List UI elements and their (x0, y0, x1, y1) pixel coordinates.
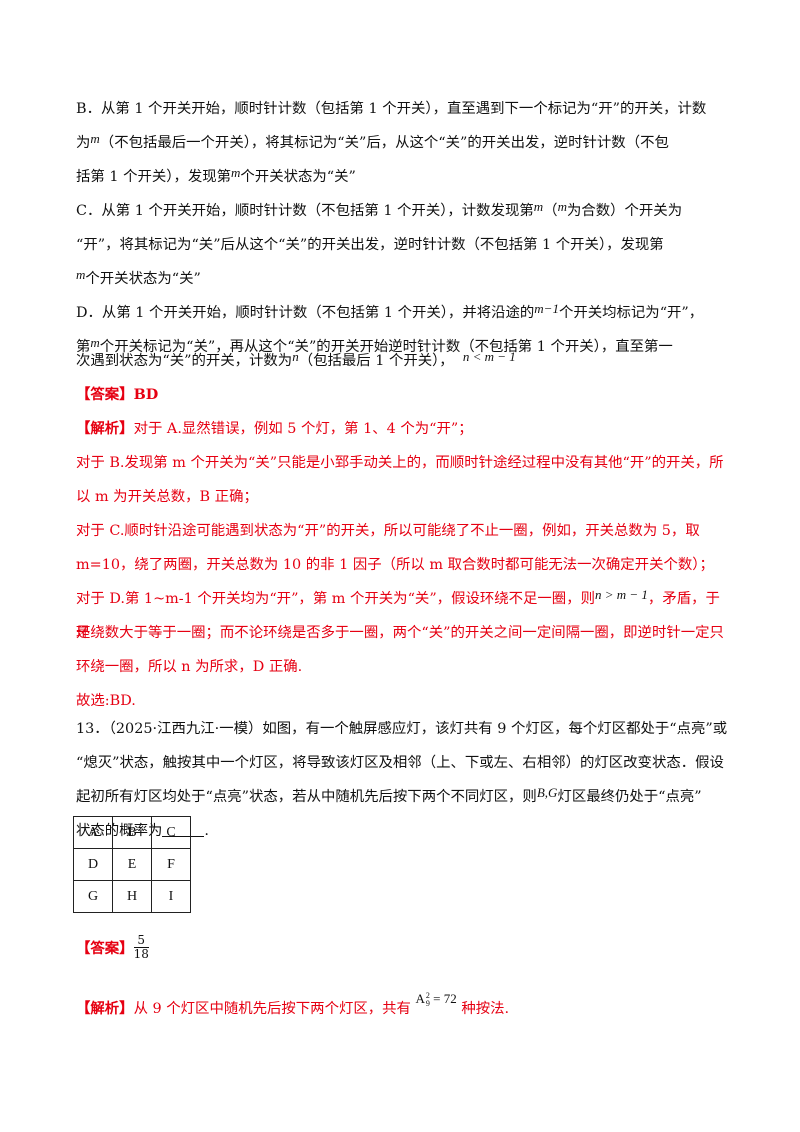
q12-analysis-line-8: 环绕一圈，所以 n 为所求，D 正确. (76, 659, 303, 675)
light-zone-h: H (112, 880, 152, 913)
option-d-line-2: 第m个开关标记为“关”，再从这个“关”的开关开始逆时针计数（不包括第 1 个开关… (76, 335, 673, 355)
q13-line-3: 起初所有灯区均处于“点亮”状态，若从中随机先后按下两个不同灯区，则B,G灯区最终… (76, 785, 702, 805)
option-d-line-3: 次遇到状态为“关”的开关，计数为n（包括最后 1 个开关）， n < m − 1 (76, 349, 516, 369)
option-b-line-3: 括第 1 个开关），发现第m个开关状态为“关” (76, 165, 356, 185)
option-b-line-2: 为m（不包括最后一个开关），将其标记为“关”后，从这个“关”的开关出发，逆时针计… (76, 131, 669, 151)
q12-analysis-line-3: 以 m 为开关总数，B 正确； (76, 489, 258, 505)
q12-analysis-line-7: 环绕数大于等于一圈；而不论环绕是否多于一圈，两个“关”的开关之间一定间隔一圈，即… (76, 625, 724, 641)
option-c-line-2: “开”，将其标记为“关”后从这个“关”的开关出发，逆时针计数（不包括第 1 个开… (76, 237, 664, 253)
light-zone-g: G (73, 880, 113, 913)
option-c-line-3: m个开关状态为“关” (76, 267, 201, 287)
option-d-line-1: D．从第 1 个开关开始，顺时针计数（不包括第 1 个开关），并将沿途的m−1个… (76, 301, 704, 321)
q12-analysis-line-9: 故选:BD. (76, 693, 136, 709)
q13-line-1: 13．（2025·江西九江·一模）如图，有一个触屏感应灯，该灯共有 9 个灯区，… (76, 721, 728, 737)
light-grid: A B C D E F G H I (73, 816, 191, 913)
light-zone-d: D (73, 848, 113, 881)
light-zone-i: I (151, 880, 191, 913)
light-zone-f: F (151, 848, 191, 881)
q12-answer: 【答案】BD (76, 386, 159, 403)
light-zone-c: C (151, 816, 191, 849)
light-zone-a: A (73, 816, 113, 849)
light-zone-e: E (112, 848, 152, 881)
q12-analysis-line-2: 对于 B.发现第 m 个开关为“关”只能是小郅手动关上的，而顺时针途经过程中没有… (76, 455, 724, 471)
q12-analysis-line-6: 对于 D.第 1~m-1 个开关均为“开”，第 m 个开关为“关”，假设环绕不足… (76, 587, 720, 641)
option-c-line-1: C．从第 1 个开关开始，顺时针计数（不包括第 1 个开关），计数发现第m（m为… (76, 199, 683, 219)
q12-analysis-line-5: m=10，绕了两圈，开关总数为 10 的非 1 因子（所以 m 取合数时都可能无… (76, 557, 714, 573)
option-b-line-1: B．从第 1 个开关开始，顺时针计数（包括第 1 个开关），直至遇到下一个标记为… (76, 101, 707, 117)
q12-analysis-line-4: 对于 C.顺时针沿途可能遇到状态为“开”的开关，所以可能绕了不止一圈，例如，开关… (76, 523, 700, 539)
light-zone-b: B (112, 816, 152, 849)
q12-analysis-line-1: 【解析】对于 A.显然错误，例如 5 个灯，第 1、4 个为“开”； (76, 420, 473, 437)
q13-line-2: “熄灭”状态，触按其中一个灯区，将导致该灯区及相邻（上、下或左、右相邻）的灯区改… (76, 755, 724, 771)
